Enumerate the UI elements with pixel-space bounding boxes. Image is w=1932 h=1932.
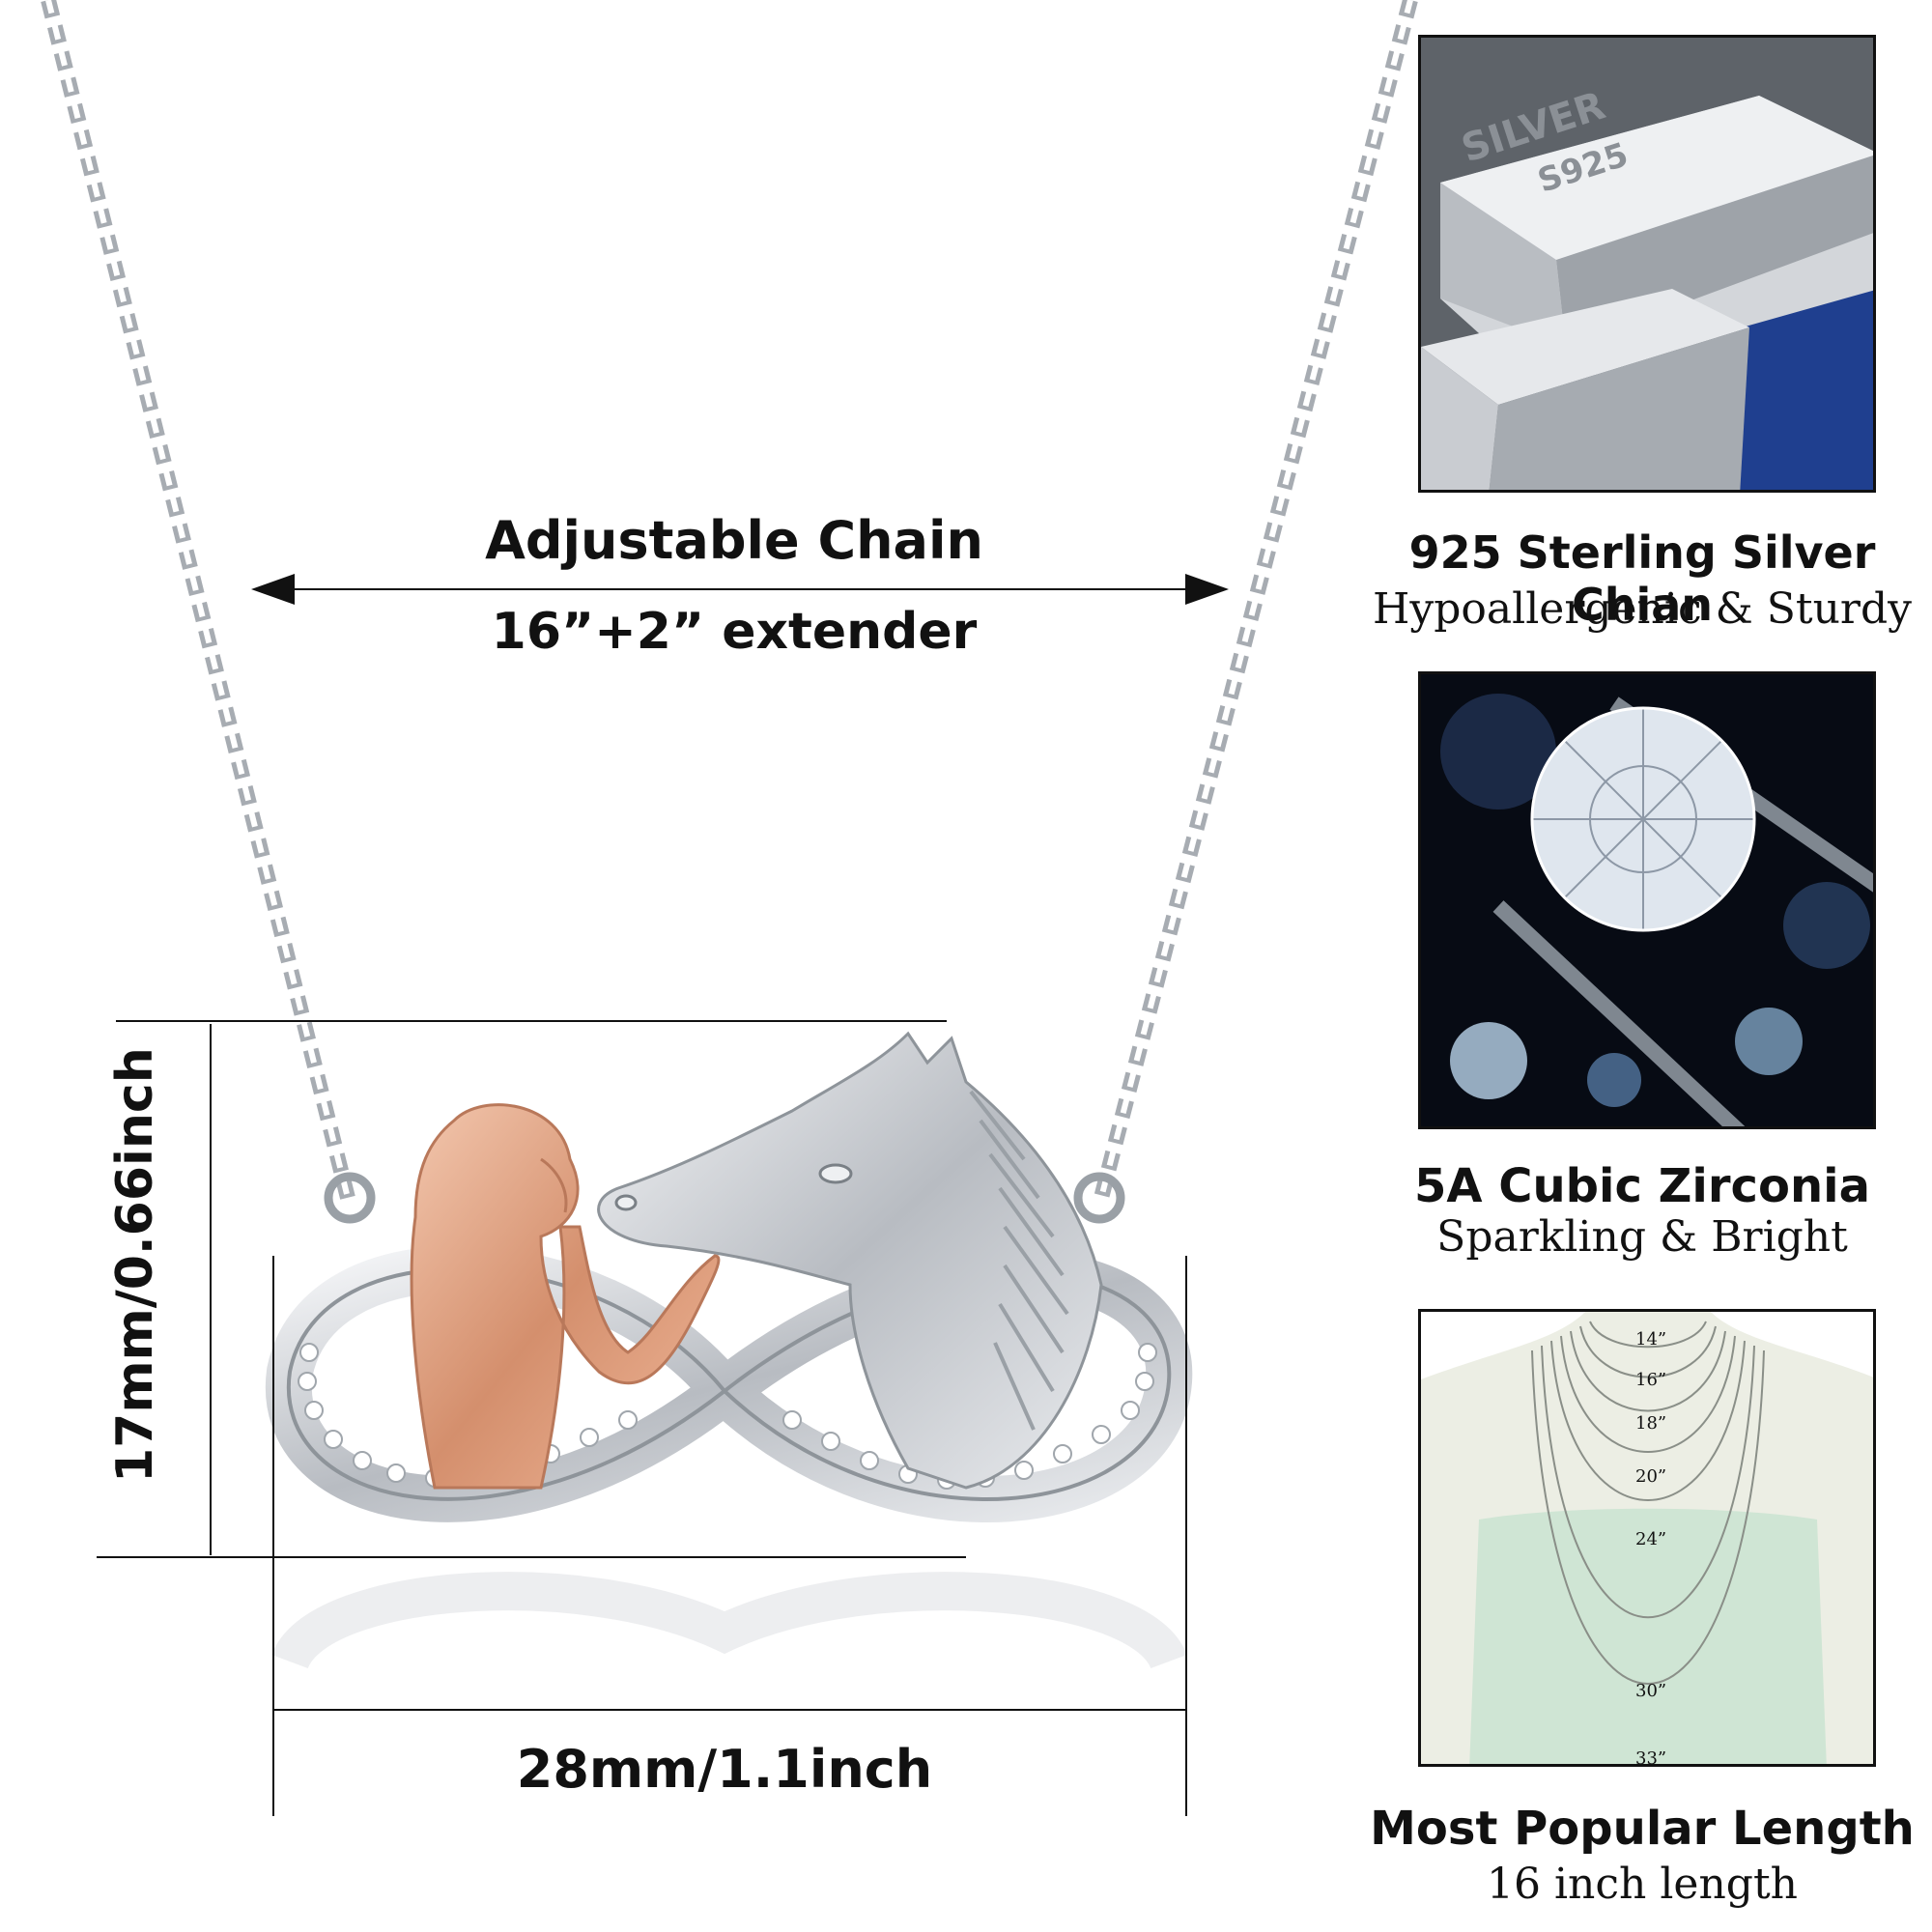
dimension-lines <box>97 588 1208 1816</box>
girl-figure <box>410 1103 721 1490</box>
arrow-right-icon <box>1185 574 1229 605</box>
length-label-24: 24” <box>1635 1529 1667 1549</box>
zirconia-photo <box>1418 671 1876 1129</box>
feature-2-subtitle: Sparkling & Bright <box>1436 1212 1848 1262</box>
necklace-length-chart: 14” 16” 18” 20” 24” 30” 33” <box>1418 1309 1876 1767</box>
mannequin-icon <box>1421 1312 1873 1764</box>
length-label-16: 16” <box>1635 1370 1667 1390</box>
infinity-pendant <box>265 1245 1193 1522</box>
length-label-20: 20” <box>1635 1466 1667 1487</box>
feature-1-subtitle: Hypoallergenic & Sturdy <box>1373 584 1912 634</box>
feature-3-subtitle: 16 inch length <box>1487 1860 1798 1909</box>
height-dimension-label: 17mm/0.66inch <box>106 1047 164 1483</box>
chain-left <box>41 0 355 1200</box>
silver-bars-photo: SILVER S925 <box>1418 35 1876 493</box>
length-label-30: 30” <box>1635 1681 1667 1701</box>
jump-ring-right <box>1073 1172 1125 1224</box>
feature-1-title: 925 Sterling Silver Chian <box>1408 526 1876 631</box>
pendant-reflection <box>271 1572 1187 1671</box>
diamond-icon <box>1421 674 1873 1126</box>
length-label-33: 33” <box>1635 1748 1667 1767</box>
arrow-left-icon <box>251 574 295 605</box>
jump-ring-left <box>324 1172 376 1224</box>
chain-right <box>1094 0 1418 1200</box>
horse-head <box>597 1031 1103 1490</box>
chain-subtitle: 16”+2” extender <box>491 603 978 661</box>
length-label-14: 14” <box>1635 1329 1667 1350</box>
length-label-18: 18” <box>1635 1413 1667 1434</box>
width-dimension-label: 28mm/1.1inch <box>516 1739 933 1800</box>
feature-3-title: Most Popular Length <box>1370 1802 1915 1856</box>
chain-title: Adjustable Chain <box>485 510 983 571</box>
silver-bar-icon <box>1421 38 1873 490</box>
feature-2-title: 5A Cubic Zirconia <box>1413 1159 1870 1213</box>
